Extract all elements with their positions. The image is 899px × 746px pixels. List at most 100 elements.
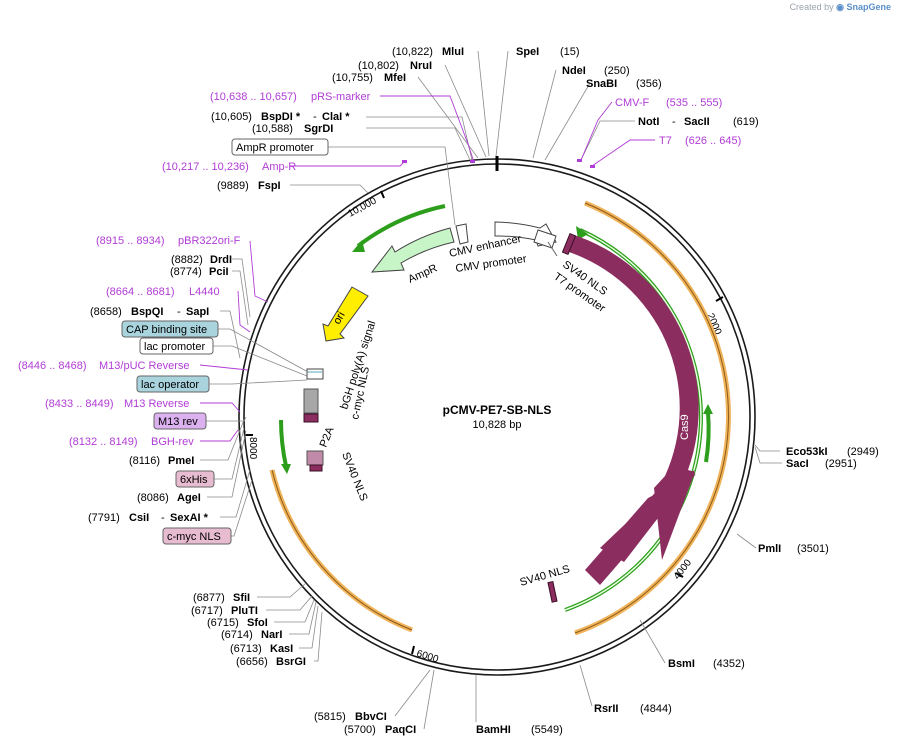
brand-prefix: Created by (789, 2, 834, 12)
primer-line-ampr (290, 161, 405, 167)
leader-nrui (444, 64, 487, 158)
primer-prs-name: pRS-marker (311, 91, 371, 103)
site-pcii: PciI (209, 266, 229, 278)
site-noti-dash: - (672, 116, 676, 128)
brand-credit: Created by ◉ SnapGene (790, 2, 891, 13)
primer-pbr322-range: (8915 .. 8934) (96, 235, 165, 247)
ori-label: ori (331, 310, 348, 327)
box-cmyc-text: c-myc NLS (167, 531, 221, 543)
primer-line-t7 (591, 139, 655, 167)
leader-pcii (232, 270, 249, 326)
primer-line-m13puc (199, 364, 249, 371)
primer-cmvf-range: (535 .. 555) (666, 97, 722, 109)
site-fspi: FspI (258, 180, 281, 192)
box-lac-promoter-text: lac promoter (144, 341, 205, 353)
enzyme-labels-right: SpeI (15) NdeI (250) SnaBI (356) NotI - … (476, 46, 879, 736)
backbone (238, 156, 756, 676)
leader-nari (289, 601, 317, 635)
site-rsrii-pos: (4844) (640, 703, 672, 715)
leader-cap (217, 328, 309, 373)
primer-cmvf-name: CMV-F (615, 97, 650, 109)
orf-arcs (269, 200, 731, 636)
box-cap-bg (121, 320, 219, 338)
leader-sapi (220, 310, 241, 359)
plasmid-name: pCMV-PE7-SB-NLS (443, 403, 552, 417)
green-arrow-small (703, 404, 713, 414)
green-arc-outer-hl (564, 229, 702, 611)
boxed-labels: AmpR promoter CAP binding site lac promo… (121, 138, 329, 545)
box-6xhis: 6xHis (175, 470, 215, 488)
site-bamhi-pos: (5549) (531, 724, 563, 736)
primer-line-m13 (200, 402, 241, 413)
leader-lines (200, 50, 782, 730)
cap-site-box (306, 368, 324, 380)
box-6xhis-text: 6xHis (180, 474, 208, 486)
tick-10000 (380, 190, 385, 199)
orf-arc-bottom (269, 469, 413, 633)
site-bamhi: BamHI (476, 724, 511, 736)
site-sapi: SapI (186, 306, 209, 318)
box-m13rev: M13 rev (153, 412, 207, 430)
leader-bsmi (639, 619, 666, 664)
site-drdi-pos: (8882) (171, 254, 203, 266)
leader-bsrgi (314, 611, 323, 662)
site-bbvci-pos: (5815) (314, 711, 346, 723)
site-csii-pos: (7791) (88, 512, 120, 524)
primer-t7-range: (626 .. 645) (685, 135, 741, 147)
green-arrow-outer (576, 226, 588, 240)
tick-2000 (715, 296, 724, 302)
tick-4000 (675, 572, 684, 578)
sv40-nls-c-label: SV40 NLS (519, 563, 572, 589)
site-mlui-pos: (10,822) (392, 46, 433, 58)
site-bsmi: BsmI (668, 658, 695, 670)
site-nrui-pos: (10,802) (358, 60, 399, 72)
box-6xhis-bg (175, 470, 215, 488)
primer-prs-range: (10,638 .. 10,657) (210, 91, 297, 103)
orf-arc-bottom-line (271, 469, 413, 631)
leader-sgrdi (366, 127, 471, 161)
primer-labels: (10,638 .. 10,657) pRS-marker (10,217 ..… (18, 91, 741, 448)
leader-lac-operator (208, 379, 308, 385)
leader-rsrii (579, 664, 593, 707)
site-bspqi: BspQI (131, 306, 163, 318)
site-sfii: SfiI (233, 592, 250, 604)
site-sfoi: SfoI (247, 617, 268, 629)
site-kasi: KasI (270, 643, 293, 655)
box-lac-promoter: lac promoter (139, 337, 214, 355)
site-bspdi-pos: (10,605) (211, 111, 252, 123)
primer-bgh-name: BGH-rev (151, 436, 194, 448)
box-lac-operator-bg (136, 375, 210, 393)
primer-line-pbr322 (249, 240, 269, 303)
site-ndei: NdeI (562, 65, 586, 77)
primer-line-l4440 (237, 290, 251, 333)
t7-promoter-mark (547, 241, 558, 257)
leader-sexai (220, 469, 251, 518)
site-paqci: PaqCI (385, 724, 416, 736)
box-m13rev-text: M13 rev (158, 416, 198, 428)
cmv-features (494, 221, 558, 257)
tick-6000 (411, 645, 415, 655)
primer-pbr322-name: pBR322ori-F (178, 235, 241, 247)
sv40-nls-c-box (547, 581, 558, 603)
enzyme-labels-left: (10,822) MluI (10,802) NruI (10,755) Mfe… (88, 46, 464, 524)
ampr-arrow (370, 227, 455, 273)
inner-left-features (303, 368, 324, 472)
green-arc-left (279, 419, 288, 467)
primer-line-prs (380, 95, 475, 163)
box-ampr-promoter-bg (231, 138, 329, 156)
ori-feature: ori (322, 286, 369, 342)
ampr-feature (370, 223, 469, 273)
site-sacii: SacII (684, 116, 710, 128)
primer-mark-prs (470, 160, 475, 163)
green-arcs (279, 204, 713, 612)
p2a-label: P2A (318, 425, 337, 449)
primer-line-bgh (200, 429, 239, 442)
site-bspdi-dash: - (313, 111, 317, 123)
site-agei-pos: (8086) (137, 492, 169, 504)
green-arrow-ampr (352, 240, 365, 252)
site-mfei-pos: (10,755) (332, 72, 373, 84)
leader-bbvci (394, 669, 431, 717)
orf-arc-cas9-line (574, 202, 729, 634)
leader-spei (495, 50, 509, 157)
site-noti: NotI (638, 116, 659, 128)
